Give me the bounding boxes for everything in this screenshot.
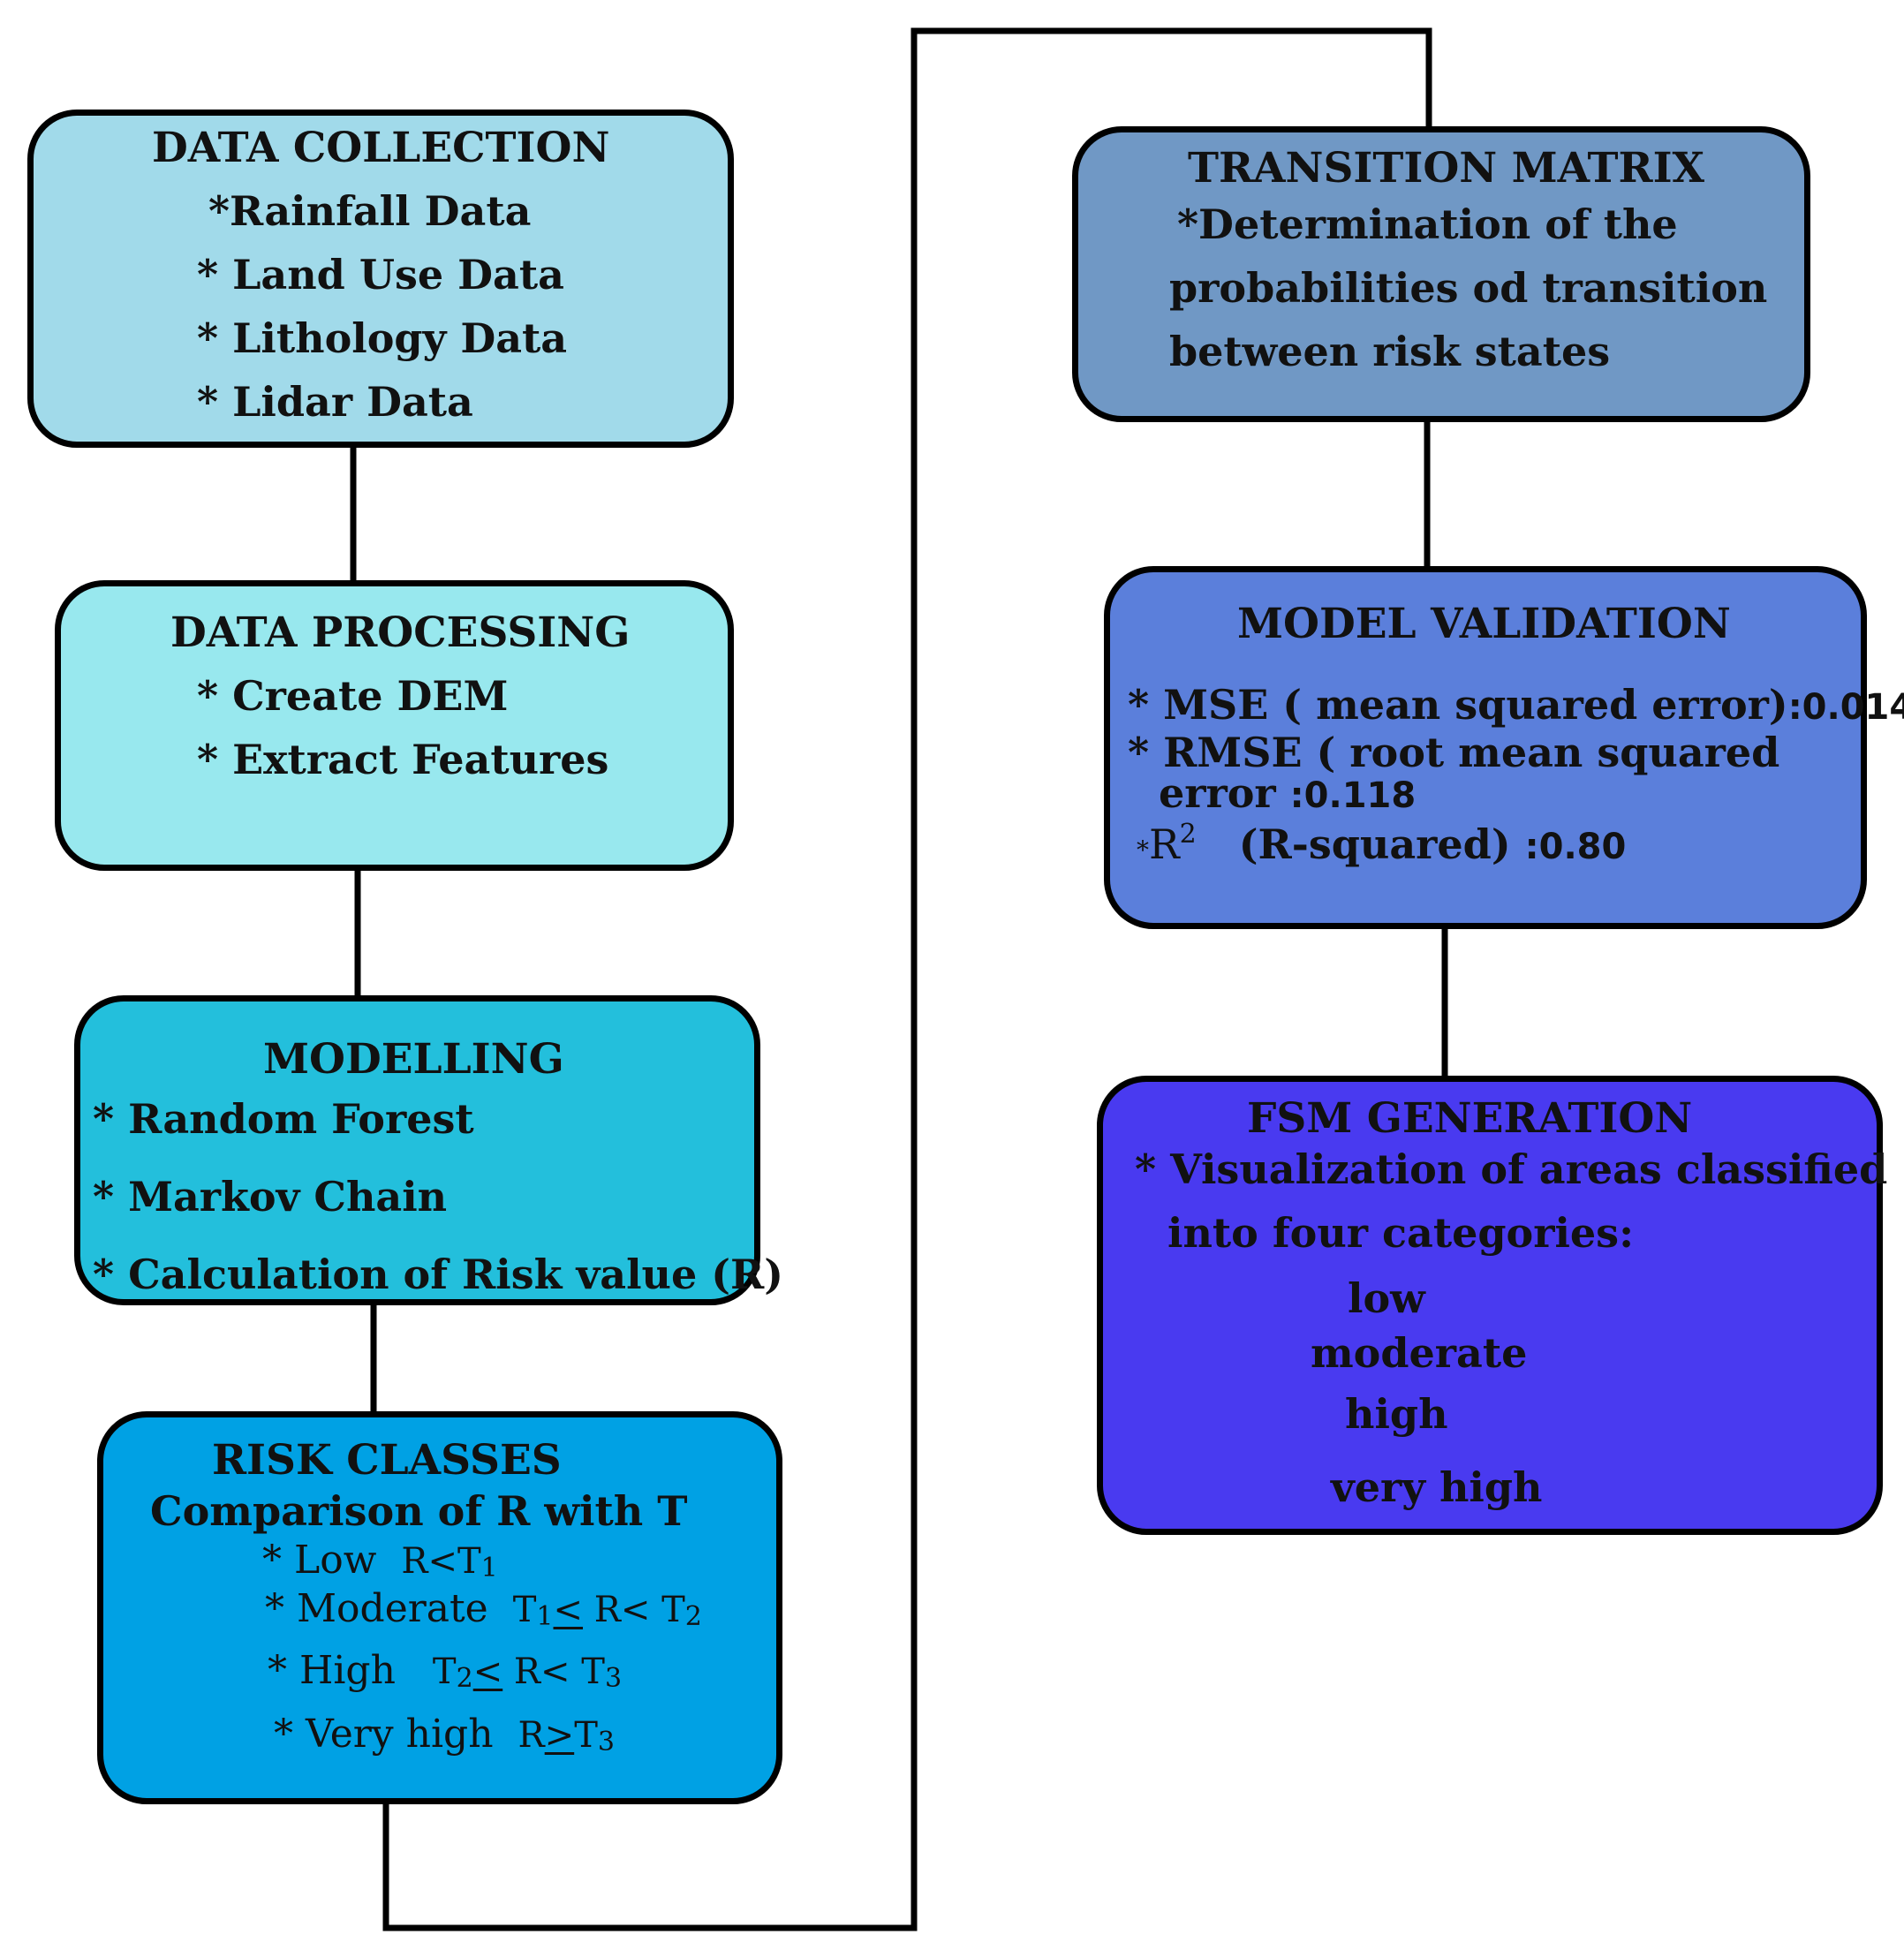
rmse-label: * RMSE ( root mean squared bbox=[1128, 729, 1780, 776]
fsm-generation-line: * Visualization of areas classified bbox=[1135, 1145, 1888, 1193]
fsm-category-very-high: very high bbox=[1331, 1463, 1543, 1511]
risk-class-moderate-rule: T1< R< T2 bbox=[512, 1590, 702, 1632]
model-validation-box: MODEL VALIDATION * MSE ( mean squared er… bbox=[1104, 566, 1904, 929]
transition-matrix-line: *Determination of the bbox=[1177, 200, 1678, 248]
fsm-category-moderate: moderate bbox=[1311, 1329, 1528, 1377]
data-collection-item: *Rainfall Data bbox=[208, 187, 532, 235]
risk-class-low-rule: R<T1 bbox=[401, 1541, 498, 1583]
risk-class-high-label: * High bbox=[268, 1648, 396, 1693]
transition-matrix-title: TRANSITION MATRIX bbox=[1188, 144, 1705, 193]
risk-class-high: * High T2< R< T3 bbox=[268, 1651, 622, 1692]
data-collection-item: * Lithology Data bbox=[197, 314, 568, 362]
risk-class-moderate: * Moderate T1< R< T2 bbox=[265, 1590, 702, 1630]
risk-class-low: * Low R<T1 bbox=[262, 1541, 498, 1582]
risk-classes-box: RISK CLASSES Comparison of R with T * Lo… bbox=[97, 1411, 782, 1804]
rmse-label-cont: error bbox=[1159, 769, 1276, 817]
r2-value: :0.80 bbox=[1524, 827, 1627, 867]
transition-matrix-line: probabilities od transition bbox=[1169, 264, 1768, 312]
model-validation-title: MODEL VALIDATION bbox=[1237, 600, 1731, 648]
risk-class-very-high-label: * Very high bbox=[274, 1712, 494, 1757]
model-validation-mse: * MSE ( mean squared error):0.014 bbox=[1128, 684, 1904, 725]
risk-classes-subtitle: Comparison of R with T bbox=[150, 1487, 688, 1535]
modelling-title: MODELLING bbox=[263, 1035, 564, 1084]
mse-value: :0.014 bbox=[1787, 687, 1904, 728]
r2-star: * bbox=[1137, 835, 1149, 865]
model-validation-r2: *R2 (R-squared) :0.80 bbox=[1137, 821, 1626, 865]
mse-label: * MSE ( mean squared error) bbox=[1128, 681, 1788, 729]
transition-matrix-box: TRANSITION MATRIX *Determination of the … bbox=[1072, 126, 1810, 422]
modelling-item: * Calculation of Risk value (R) bbox=[93, 1251, 784, 1298]
risk-class-very-high-rule: R>T3 bbox=[518, 1715, 615, 1757]
fsm-generation-line: into four categories: bbox=[1167, 1209, 1635, 1257]
data-processing-item: * Create DEM bbox=[197, 672, 509, 720]
modelling-box: MODELLING * Random Forest * Markov Chain… bbox=[74, 995, 783, 1305]
connector-riskclasses-transition bbox=[382, 27, 1432, 1931]
data-collection-item: * Lidar Data bbox=[197, 378, 473, 426]
data-collection-title: DATA COLLECTION bbox=[152, 124, 610, 172]
risk-classes-title: RISK CLASSES bbox=[212, 1436, 562, 1485]
data-collection-box: DATA COLLECTION *Rainfall Data * Land Us… bbox=[27, 110, 734, 448]
r2-symbol: R2 bbox=[1149, 819, 1197, 868]
risk-class-moderate-label: * Moderate bbox=[265, 1586, 488, 1631]
risk-class-very-high: * Very high R>T3 bbox=[274, 1715, 615, 1756]
modelling-item: * Markov Chain bbox=[93, 1173, 448, 1221]
r2-label: (R-squared) bbox=[1238, 820, 1525, 868]
rmse-value: :0.118 bbox=[1289, 775, 1417, 816]
fsm-generation-box: FSM GENERATION * Visualization of areas … bbox=[1097, 1076, 1887, 1535]
modelling-item: * Random Forest bbox=[93, 1095, 474, 1143]
model-validation-rmse-cont: error :0.118 bbox=[1159, 773, 1416, 813]
data-collection-item: * Land Use Data bbox=[197, 251, 564, 299]
fsm-category-high: high bbox=[1345, 1390, 1448, 1438]
transition-matrix-line: between risk states bbox=[1169, 328, 1611, 375]
data-processing-title: DATA PROCESSING bbox=[170, 608, 631, 657]
risk-class-high-rule: T2< R< T3 bbox=[432, 1651, 623, 1694]
data-processing-box: DATA PROCESSING * Create DEM * Extract F… bbox=[55, 580, 734, 871]
fsm-category-low: low bbox=[1348, 1274, 1425, 1322]
model-validation-rmse: * RMSE ( root mean squared bbox=[1128, 732, 1779, 773]
data-processing-item: * Extract Features bbox=[197, 736, 609, 783]
risk-class-low-label: * Low bbox=[262, 1538, 377, 1583]
fsm-generation-title: FSM GENERATION bbox=[1247, 1094, 1693, 1143]
